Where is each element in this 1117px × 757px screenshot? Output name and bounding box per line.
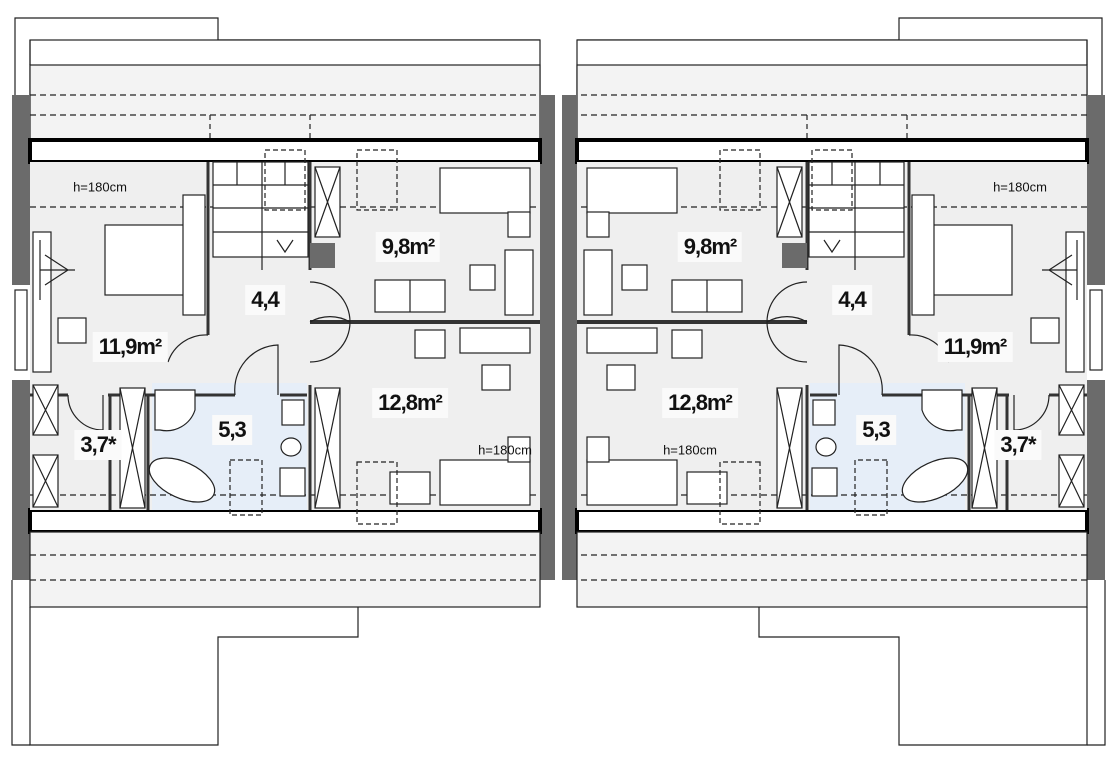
room-area-label: 9,8m² [677,232,743,262]
room-area-label: 9,8m² [375,232,441,262]
height-note: h=180cm [73,179,127,195]
room-area-label: 3,7* [74,430,122,460]
room-area-label: 11,9m² [92,332,168,362]
room-area-label: 5,3 [856,415,896,445]
room-area-label: 3,7* [994,430,1042,460]
right-unit-drawing [560,16,1107,747]
height-note: h=180cm [993,179,1047,195]
room-area-label: 5,3 [212,415,252,445]
room-area-label: 12,8m² [372,388,448,418]
room-area-label: 4,4 [832,285,872,315]
room-area-label: 12,8m² [662,388,738,418]
height-note: h=180cm [478,442,532,458]
left-unit-drawing [10,16,557,747]
room-area-label: 11,9m² [937,332,1013,362]
room-area-label: 4,4 [245,285,285,315]
height-note: h=180cm [663,442,717,458]
